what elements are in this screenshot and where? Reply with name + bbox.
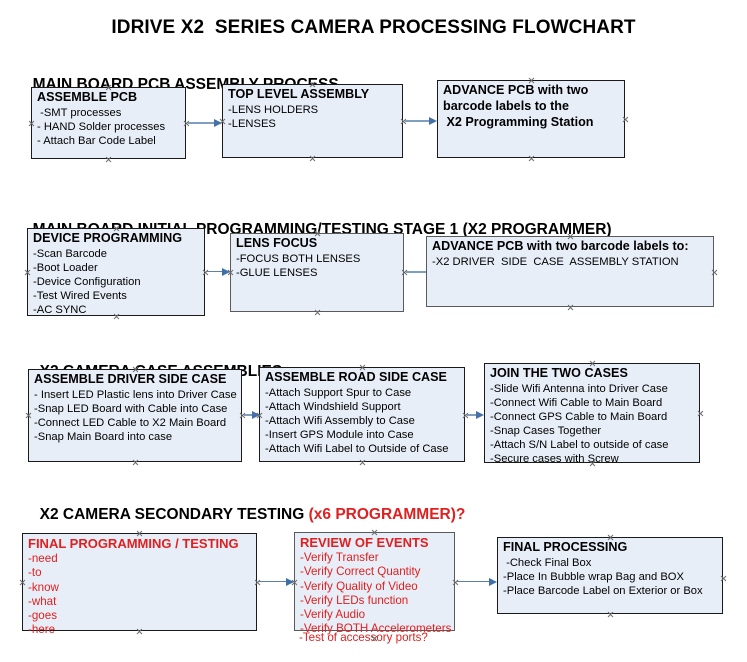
node-line: -Snap Main Board into case — [34, 431, 173, 443]
arrow-shaft — [244, 414, 253, 416]
node-line: -Connect LED Cable to X2 Main Board — [34, 417, 227, 429]
node-review-of-events-overflow-line: -Test of accessory ports? — [299, 631, 428, 644]
node-line: - HAND Solder processes — [37, 121, 166, 133]
node-title: ADVANCE PCB with two barcode labels to: — [432, 239, 689, 253]
arrow-shaft — [188, 122, 215, 124]
node-line: -Verify Audio — [300, 608, 366, 622]
node-title: FINAL PROCESSING — [503, 540, 628, 554]
node-line: -Attach Wifi Label to Outside of Case — [265, 443, 449, 455]
node-line: -Verify Quality of Video — [300, 579, 418, 593]
section-heading-note: (x6 PROGRAMMER)? — [308, 506, 466, 523]
node-line: -Verify Correct Quantity — [300, 565, 421, 579]
section-heading-text: X2 CAMERA SECONDARY TESTING — [39, 506, 309, 523]
node-line: barcode labels to the — [443, 99, 569, 113]
node-line: -Place In Bubble wrap Bag and BOX — [503, 571, 684, 583]
node-line: -Slide Wifi Antenna into Driver Case — [490, 383, 668, 395]
node-line: -Place Barcode Label on Exterior or Box — [503, 585, 703, 597]
node-line: -GLUE LENSES — [236, 267, 318, 279]
node-title: ASSEMBLE DRIVER SIDE CASE — [34, 372, 227, 386]
node-final-programming-testing[interactable]: FINAL PROGRAMMING / TESTING -need -to -k… — [22, 533, 257, 636]
node-line: -Connect Wifi Cable to Main Board — [490, 397, 663, 409]
node-line: -Verify LEDs function — [300, 593, 409, 607]
arrow-shaft — [259, 581, 287, 583]
node-line: X2 Programming Station — [443, 115, 594, 129]
node-line: -AC SYNC — [33, 304, 87, 316]
arrow-final-programming-to-review — [259, 577, 294, 587]
node-title: JOIN THE TWO CASES — [490, 366, 628, 380]
node-assemble-pcb[interactable]: ASSEMBLE PCB -SMT processes - HAND Solde… — [31, 87, 186, 159]
arrow-shaft — [467, 414, 477, 416]
node-line: -FOCUS BOTH LENSES — [236, 253, 361, 265]
node-device-programming[interactable]: DEVICE PROGRAMMING -Scan Barcode -Boot L… — [27, 228, 205, 316]
node-title: LENS FOCUS — [236, 236, 318, 250]
node-line: -LENSES — [228, 118, 276, 130]
node-line: -Snap Cases Together — [490, 425, 602, 437]
node-line: - Attach Bar Code Label — [37, 135, 156, 147]
node-line: -Snap LED Board with Cable into Case — [34, 403, 228, 415]
node-line: -Secure cases with Screw — [490, 453, 619, 465]
node-title: REVIEW OF EVENTS — [300, 535, 429, 550]
page-title: IDRIVE X2 SERIES CAMERA PROCESSING FLOWC… — [111, 17, 636, 38]
node-assemble-driver-side-case[interactable]: ASSEMBLE DRIVER SIDE CASE - Insert LED P… — [28, 369, 242, 462]
node-line: -Insert GPS Module into Case — [265, 429, 414, 441]
node-title: TOP LEVEL ASSEMBLY — [228, 87, 370, 101]
node-review-of-events[interactable]: REVIEW OF EVENTS -Verify Transfer -Verif… — [294, 532, 455, 635]
node-line: -Connect GPS Cable to Main Board — [490, 411, 668, 423]
node-line: -Check Final Box — [503, 557, 592, 569]
node-title: ASSEMBLE ROAD SIDE CASE — [265, 370, 447, 384]
node-line: -LENS HOLDERS — [228, 104, 319, 116]
arrow-head-icon — [489, 577, 497, 586]
node-title: DEVICE PROGRAMMING — [33, 231, 183, 245]
section-heading-secondary-testing: X2 CAMERA SECONDARY TESTING (x6 PROGRAMM… — [31, 488, 466, 524]
node-line: -Boot Loader — [33, 262, 98, 274]
arrow-head-icon — [286, 577, 294, 586]
arrow-review-to-final-processing — [457, 577, 497, 587]
node-line: -Test Wired Events — [33, 290, 127, 302]
node-top-level-assembly[interactable]: TOP LEVEL ASSEMBLY -LENS HOLDERS -LENSES — [222, 84, 403, 158]
arrow-head-icon — [222, 267, 230, 276]
node-line: -Scan Barcode — [33, 248, 108, 260]
node-line: -X2 DRIVER SIDE CASE ASSEMBLY STATION — [432, 256, 679, 268]
node-final-processing[interactable]: FINAL PROCESSING -Check Final Box -Place… — [497, 537, 723, 614]
arrow-driver-case-to-road-case — [244, 410, 260, 420]
node-assemble-road-side-case[interactable]: ASSEMBLE ROAD SIDE CASE -Attach Support … — [259, 367, 465, 462]
node-advance-pcb-case-assembly[interactable]: ADVANCE PCB with two barcode labels to: … — [426, 236, 714, 307]
arrow-shaft — [207, 271, 223, 273]
arrow-top-level-to-advance — [405, 116, 437, 126]
arrow-device-to-lens-focus — [207, 267, 230, 277]
arrow-head-icon — [476, 410, 484, 419]
node-line: -know — [28, 580, 59, 594]
node-lens-focus[interactable]: LENS FOCUS -FOCUS BOTH LENSES -GLUE LENS… — [230, 233, 404, 312]
arrow-road-case-to-join-cases — [467, 410, 484, 420]
node-join-the-two-cases[interactable]: JOIN THE TWO CASES -Slide Wifi Antenna i… — [484, 363, 700, 465]
node-line: -Attach Support Spur to Case — [265, 387, 412, 399]
node-line: -goes — [28, 609, 58, 623]
node-title: ADVANCE PCB with two — [443, 83, 589, 97]
arrow-head-icon — [429, 116, 437, 125]
arrow-pcb-to-top-level — [188, 118, 222, 128]
arrow-head-icon — [214, 118, 222, 127]
node-title: ASSEMBLE PCB — [37, 90, 138, 104]
node-line: -to — [28, 566, 42, 580]
node-line: -need — [28, 552, 58, 565]
node-advance-pcb-programming-station[interactable]: ADVANCE PCB with two barcode labels to t… — [437, 80, 625, 158]
node-line: -what — [28, 594, 57, 608]
node-line: -here — [28, 623, 56, 637]
node-line: -Device Configuration — [33, 276, 141, 288]
arrow-shaft — [457, 581, 490, 583]
node-line: -Verify BOTH Accelerometers — [300, 622, 452, 636]
node-line: -Attach S/N Label to outside of case — [490, 439, 669, 451]
node-line: -Verify Transfer — [300, 551, 379, 564]
node-line: -Attach Windshield Support — [265, 401, 401, 413]
node-line: -Attach Wifi Assembly to Case — [265, 415, 415, 427]
arrow-shaft — [405, 120, 430, 122]
node-line: - Insert LED Plastic lens into Driver Ca… — [34, 389, 237, 401]
node-title: FINAL PROGRAMMING / TESTING — [28, 536, 239, 551]
node-line: -SMT processes — [37, 107, 122, 119]
